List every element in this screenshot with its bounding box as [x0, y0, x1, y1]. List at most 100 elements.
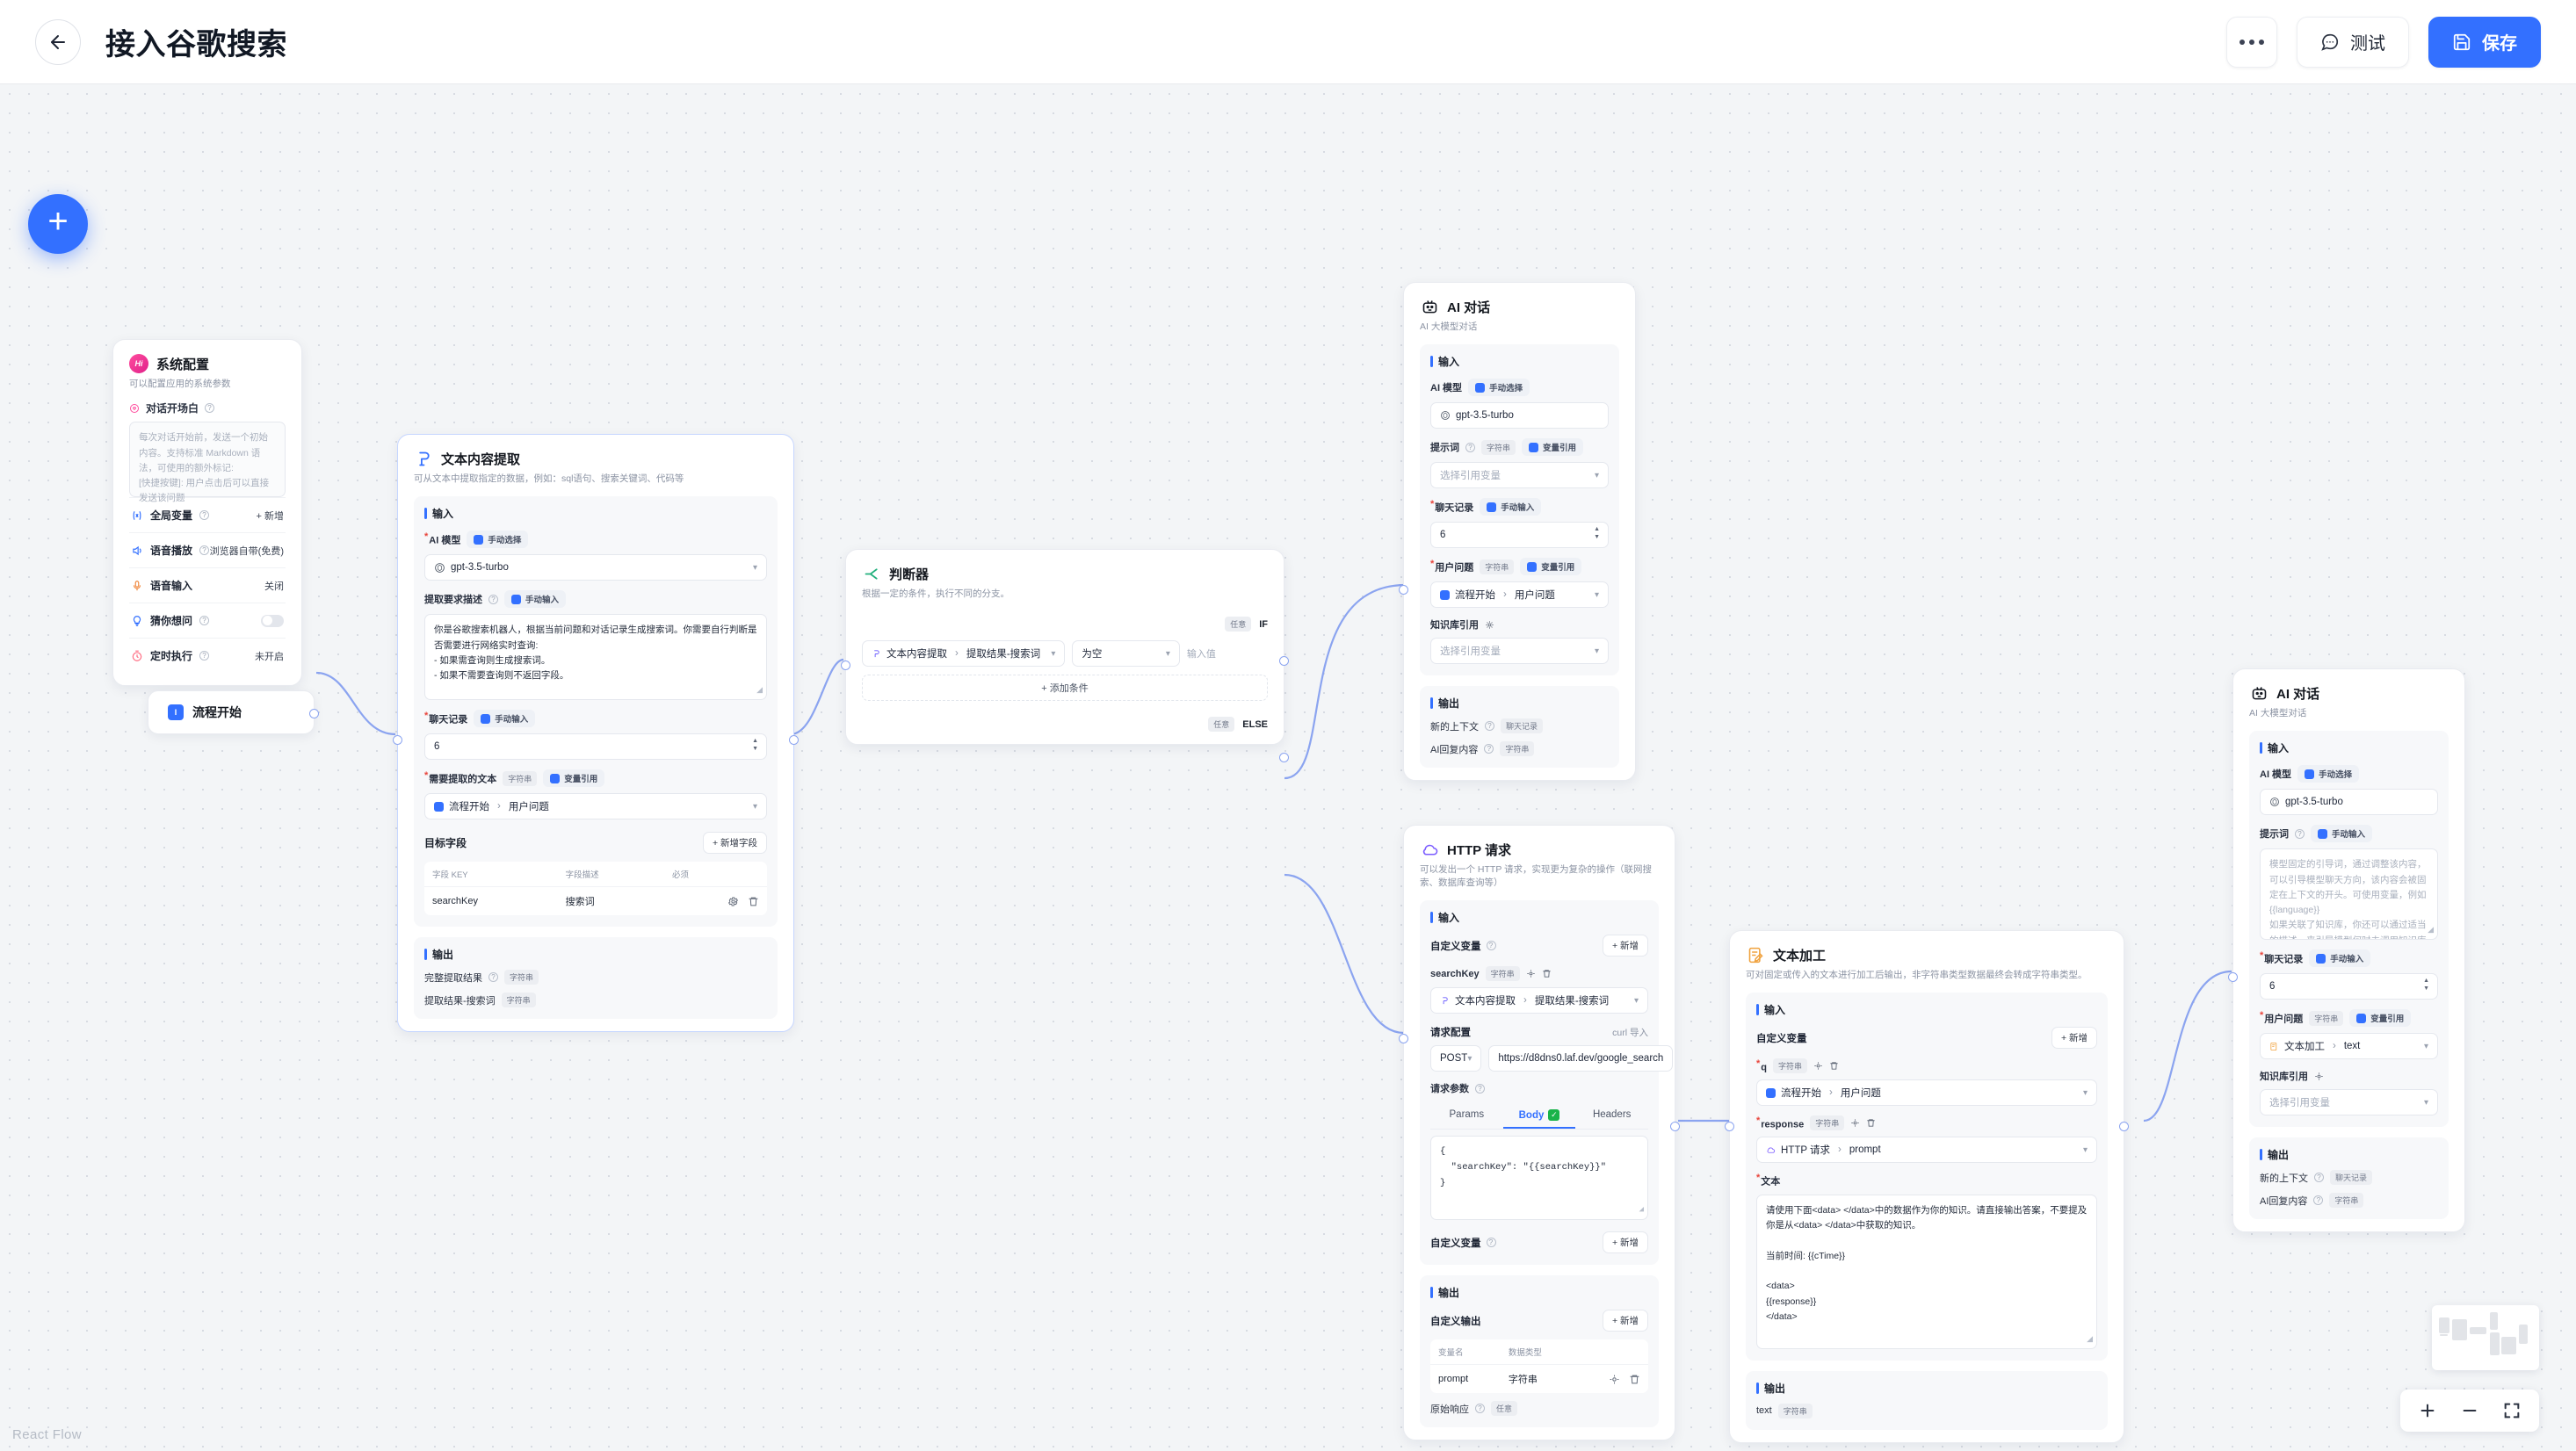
sysconfig-row-guess-question[interactable]: 猜你想问 ?	[129, 603, 286, 638]
help-icon[interactable]: ?	[488, 594, 498, 604]
prompt-select[interactable]: 选择引用变量 ▾	[1430, 462, 1609, 489]
question-select[interactable]: 流程开始 › 用户问题 ▾	[1430, 581, 1609, 609]
gear-icon[interactable]	[1609, 1374, 1620, 1385]
handle-target[interactable]	[1399, 1034, 1408, 1043]
handle-source[interactable]	[1670, 1122, 1680, 1131]
prompt-textarea[interactable]: 模型固定的引导词，通过调整该内容，可以引导模型聊天方向，该内容会被固定在上下文的…	[2260, 848, 2438, 941]
save-button[interactable]: 保存	[2428, 16, 2541, 68]
handle-source-if[interactable]	[1279, 656, 1289, 666]
guess-question-toggle[interactable]	[261, 614, 284, 627]
gear-icon[interactable]	[1485, 620, 1494, 630]
var-ref-chip[interactable]: 变量引用	[1520, 558, 1582, 576]
node-text-extract[interactable]: 文本内容提取 可从文本中提取指定的数据，例如：sql语句、搜索关键词、代码等 输…	[393, 434, 799, 1033]
node-system-config[interactable]: Hi 系统配置 可以配置应用的系统参数 对话开场白 ? 每次对话开始前，发送一个…	[112, 339, 302, 687]
tab-body[interactable]: Body ✓	[1502, 1103, 1576, 1130]
handle-target[interactable]	[1399, 585, 1408, 595]
sysconfig-row-voice-input[interactable]: 语音输入 关闭	[129, 567, 286, 603]
node-condition[interactable]: 判断器 根据一定的条件，执行不同的分支。 任意 IF 文本内容提取 › 提取结果…	[841, 549, 1289, 762]
row-value[interactable]: 未开启	[255, 651, 284, 662]
node-ai-chat-top[interactable]: AI 对话 AI 大模型对话 输入 AI 模型 手动选择 gpt-3.5-tur…	[1399, 282, 1636, 782]
condition-value-input[interactable]: 输入值	[1186, 649, 1216, 661]
var-ref-chip[interactable]: 变量引用	[543, 769, 605, 788]
if-badge[interactable]: 任意	[1225, 617, 1252, 632]
handle-source[interactable]	[2119, 1122, 2129, 1131]
help-icon[interactable]: ?	[199, 616, 210, 626]
stepper-icons[interactable]: ▲▼	[752, 738, 758, 752]
add-node-button[interactable]: +	[28, 194, 88, 254]
sysconfig-row-voice-playback[interactable]: 语音播放 ? 浏览器自带(免费)	[129, 532, 286, 567]
handle-source[interactable]	[309, 709, 319, 718]
model-select[interactable]: gpt-3.5-turbo ▾	[424, 554, 767, 581]
gear-icon[interactable]	[1850, 1118, 1860, 1128]
manual-input-chip[interactable]: 手动输入	[2309, 949, 2371, 968]
history-number-input[interactable]: 6 ▲▼	[1430, 522, 1609, 549]
table-row[interactable]: searchKey 搜索词	[424, 886, 767, 916]
resize-handle-icon[interactable]: ◢	[2428, 925, 2434, 935]
tab-headers[interactable]: Headers	[1592, 1109, 1632, 1121]
http-body-editor[interactable]: { "searchKey": "{{searchKey}}" }◢	[1430, 1136, 1648, 1221]
more-options-button[interactable]	[2226, 16, 2277, 68]
condition-operator-select[interactable]: 为空 ▾	[1072, 640, 1180, 668]
http-method-select[interactable]: POST ▾	[1430, 1045, 1482, 1072]
model-select[interactable]: gpt-3.5-turbo	[2260, 789, 2438, 816]
sysconfig-row-scheduled[interactable]: 定时执行 ? 未开启	[129, 638, 286, 673]
history-number-input[interactable]: 6 ▲▼	[2260, 973, 2438, 1000]
manual-select-chip[interactable]: 手动选择	[1468, 379, 1530, 397]
flow-canvas[interactable]: + Hi 系统配置 可以配置应用的系统参数 对话开场白 ? 每次对话开始前，发送…	[0, 84, 2576, 1451]
row-value[interactable]: 关闭	[264, 581, 284, 592]
var-q-select[interactable]: 流程开始 › 用户问题 ▾	[1756, 1079, 2097, 1107]
node-http-request[interactable]: HTTP 请求 可以发出一个 HTTP 请求，实现更为复杂的操作（联网搜索、数据…	[1399, 825, 1680, 1441]
help-icon[interactable]: ?	[1484, 744, 1494, 754]
react-flow-attribution[interactable]: React Flow	[12, 1427, 83, 1442]
help-icon[interactable]: ?	[2313, 1195, 2324, 1206]
help-icon[interactable]: ?	[199, 510, 210, 521]
test-button[interactable]: 测试	[2297, 16, 2409, 68]
manual-input-chip[interactable]: 手动输入	[474, 710, 536, 728]
manual-select-chip[interactable]: 手动选择	[2297, 765, 2360, 783]
gear-icon[interactable]	[1813, 1061, 1823, 1071]
text-textarea[interactable]: 请使用下面<data> </data>中的数据作为你的知识。请直接输出答案，不要…	[1756, 1194, 2097, 1349]
help-icon[interactable]: ?	[488, 972, 498, 983]
add-field-button[interactable]: + 新增字段	[702, 832, 767, 855]
node-flow-start[interactable]: I 流程开始	[148, 690, 319, 734]
handle-source[interactable]	[789, 735, 799, 745]
row-value[interactable]: + 新增	[256, 510, 284, 522]
help-icon[interactable]: ?	[1486, 941, 1496, 951]
stepper-icons[interactable]: ▲▼	[1594, 526, 1600, 540]
gear-icon[interactable]	[1526, 969, 1536, 978]
trash-icon[interactable]	[1629, 1374, 1640, 1385]
kb-select[interactable]: 选择引用变量 ▾	[1430, 638, 1609, 665]
manual-input-chip[interactable]: 手动输入	[1480, 498, 1542, 516]
add-output-button[interactable]: + 新增	[1602, 1310, 1648, 1332]
handle-target[interactable]	[1725, 1122, 1734, 1131]
node-ai-chat-right[interactable]: AI 对话 AI 大模型对话 输入 AI 模型 手动选择 gpt-3.5-tur…	[2228, 668, 2465, 1233]
help-icon[interactable]: ?	[1475, 1404, 1485, 1414]
help-icon[interactable]: ?	[199, 651, 210, 661]
manual-input-chip[interactable]: 手动输入	[2311, 825, 2373, 843]
help-icon[interactable]: ?	[2314, 1173, 2324, 1183]
handle-target[interactable]	[2228, 972, 2238, 982]
trash-icon[interactable]	[1829, 1061, 1839, 1071]
add-condition-button[interactable]: + 添加条件	[862, 675, 1268, 702]
help-icon[interactable]: ?	[1486, 1238, 1496, 1248]
condition-variable-select[interactable]: 文本内容提取 › 提取结果-搜索词 ▾	[862, 640, 1066, 668]
handle-target[interactable]	[393, 735, 402, 745]
help-icon[interactable]: ?	[1465, 442, 1475, 452]
kb-select[interactable]: 选择引用变量 ▾	[2260, 1089, 2438, 1116]
source-select[interactable]: 流程开始 › 用户问题 ▾	[424, 793, 767, 820]
help-icon[interactable]: ?	[1475, 1083, 1485, 1094]
var-ref-chip[interactable]: 变量引用	[2349, 1009, 2412, 1028]
sysconfig-row-global-variable[interactable]: 全局变量 ? + 新增	[129, 497, 286, 532]
handle-source-else[interactable]	[1279, 753, 1289, 762]
trash-icon[interactable]	[1866, 1118, 1876, 1128]
manual-input-chip[interactable]: 手动输入	[504, 590, 567, 609]
resize-handle-icon[interactable]: ◢	[756, 685, 763, 695]
table-row[interactable]: prompt 字符串	[1430, 1364, 1648, 1394]
manual-select-chip[interactable]: 手动选择	[467, 531, 529, 549]
help-icon[interactable]: ?	[199, 545, 210, 556]
fit-view-button[interactable]	[2502, 1401, 2522, 1420]
add-variable-button-2[interactable]: + 新增	[1602, 1231, 1648, 1254]
gear-icon[interactable]	[727, 896, 739, 907]
back-button[interactable]	[35, 18, 81, 65]
var-ref-chip[interactable]: 变量引用	[1522, 438, 1584, 457]
